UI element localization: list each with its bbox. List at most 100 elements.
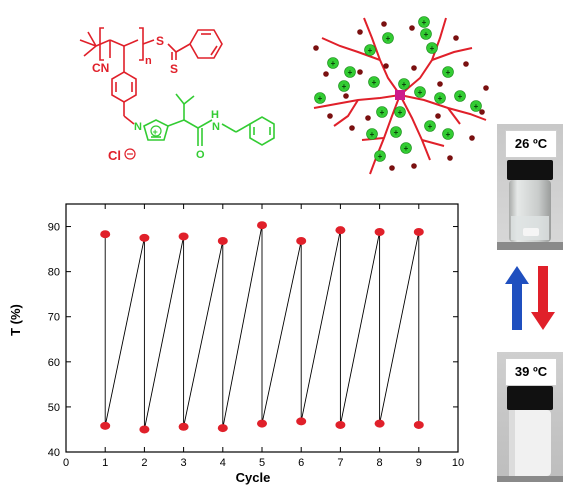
high-transmittance-point — [257, 221, 267, 230]
cation-icon: + — [382, 32, 394, 44]
anion-dot — [435, 113, 441, 119]
anion-dot — [469, 135, 475, 141]
x-tick-label: 5 — [259, 457, 265, 469]
high-transmittance-point — [296, 236, 307, 245]
temperature-label-low: 26 ºC — [505, 130, 557, 158]
cation-icon: + — [394, 106, 406, 118]
polymer-arm — [333, 99, 359, 127]
amide-h-label: H — [211, 109, 219, 121]
cycle-trace — [104, 225, 420, 430]
low-transmittance-point — [139, 425, 150, 434]
cooling-down-arrow-icon — [531, 266, 555, 330]
anion-dot — [383, 63, 389, 69]
x-tick-label: 0 — [63, 457, 69, 469]
cation-icon: + — [390, 126, 402, 138]
cation-icon: + — [470, 100, 482, 112]
cation-icon: + — [314, 92, 326, 104]
cation-icon: + — [338, 80, 350, 92]
svg-text:+: + — [380, 108, 385, 117]
anion-dot — [479, 109, 485, 115]
cation-icon: + — [414, 86, 426, 98]
svg-text:+: + — [428, 122, 433, 131]
imidazolium-n-label: N — [134, 121, 142, 133]
minus-charge-icon — [124, 148, 136, 160]
svg-text:+: + — [378, 152, 383, 161]
amide-n-label: N — [212, 121, 220, 133]
svg-text:+: + — [386, 34, 391, 43]
high-transmittance-point — [139, 233, 150, 242]
low-transmittance-point — [374, 419, 385, 428]
x-tick-label: 6 — [298, 457, 304, 469]
svg-text:+: + — [430, 44, 435, 53]
sulfur-label-2: S — [170, 62, 178, 76]
heating-up-arrow-icon — [505, 266, 529, 330]
svg-text:+: + — [438, 94, 443, 103]
y-tick-label: 60 — [48, 357, 60, 369]
anion-dot — [357, 69, 363, 75]
polymer-arm — [321, 37, 381, 61]
high-transmittance-point — [217, 236, 228, 245]
x-tick-label: 2 — [141, 457, 147, 469]
polymer-arms — [313, 17, 487, 175]
high-transmittance-point — [100, 230, 111, 239]
x-tick-label: 7 — [337, 457, 343, 469]
polymer-arm — [431, 47, 473, 61]
anion-dot — [483, 85, 489, 91]
polymer-arm — [399, 94, 431, 161]
x-axis-label: Cycle — [236, 470, 271, 485]
high-transmittance-point — [335, 226, 346, 235]
anion-dot — [447, 155, 453, 161]
cation-icon: + — [376, 106, 388, 118]
anion-dot — [463, 61, 469, 67]
svg-text:+: + — [422, 18, 427, 27]
cation-icon: + — [442, 128, 454, 140]
svg-text:+: + — [370, 130, 375, 139]
svg-text:+: + — [418, 88, 423, 97]
svg-text:+: + — [446, 130, 451, 139]
y-tick-label: 70 — [48, 312, 60, 324]
anion-dot — [409, 25, 415, 31]
repeat-n-label: n — [145, 55, 152, 67]
anion-dot — [389, 165, 395, 171]
cation-icon: + — [400, 142, 412, 154]
svg-text:+: + — [153, 127, 158, 137]
svg-text:+: + — [342, 82, 347, 91]
svg-text:+: + — [404, 144, 409, 153]
svg-text:+: + — [458, 92, 463, 101]
low-transmittance-point — [217, 424, 228, 433]
cation-icon: + — [418, 16, 430, 28]
x-tick-label: 8 — [377, 457, 383, 469]
cation-icon: + — [364, 44, 376, 56]
cation-icon: + — [374, 150, 386, 162]
low-transmittance-point — [100, 421, 111, 430]
cation-icon: + — [434, 92, 446, 104]
star-polymer-schematic: ++++++++++++++++++++++++ — [313, 16, 489, 175]
svg-text:+: + — [372, 78, 377, 87]
anion-dot — [411, 65, 417, 71]
low-transmittance-point — [257, 419, 267, 428]
polymer-arm — [447, 107, 461, 125]
svg-text:+: + — [446, 68, 451, 77]
polymer-backbone — [79, 27, 223, 125]
y-axis-label: T (%) — [8, 304, 23, 336]
anion-dot — [411, 163, 417, 169]
cation-icon: + — [426, 42, 438, 54]
cationic-units: ++++++++++++++++++++++++ — [314, 16, 482, 162]
data-points — [100, 221, 424, 434]
svg-text:+: + — [424, 30, 429, 39]
anion-dot — [437, 81, 443, 87]
high-transmittance-point — [178, 232, 189, 241]
cation-icon: + — [344, 66, 356, 78]
y-tick-label: 80 — [48, 267, 60, 279]
core-node — [395, 90, 405, 100]
cation-icon: + — [327, 57, 339, 69]
svg-text:+: + — [402, 80, 407, 89]
plus-charge-icon — [150, 125, 162, 137]
svg-text:+: + — [318, 94, 323, 103]
anion-dot — [327, 113, 333, 119]
low-transmittance-point — [413, 420, 424, 429]
cation-icon: + — [424, 120, 436, 132]
cation-icon: + — [420, 28, 432, 40]
